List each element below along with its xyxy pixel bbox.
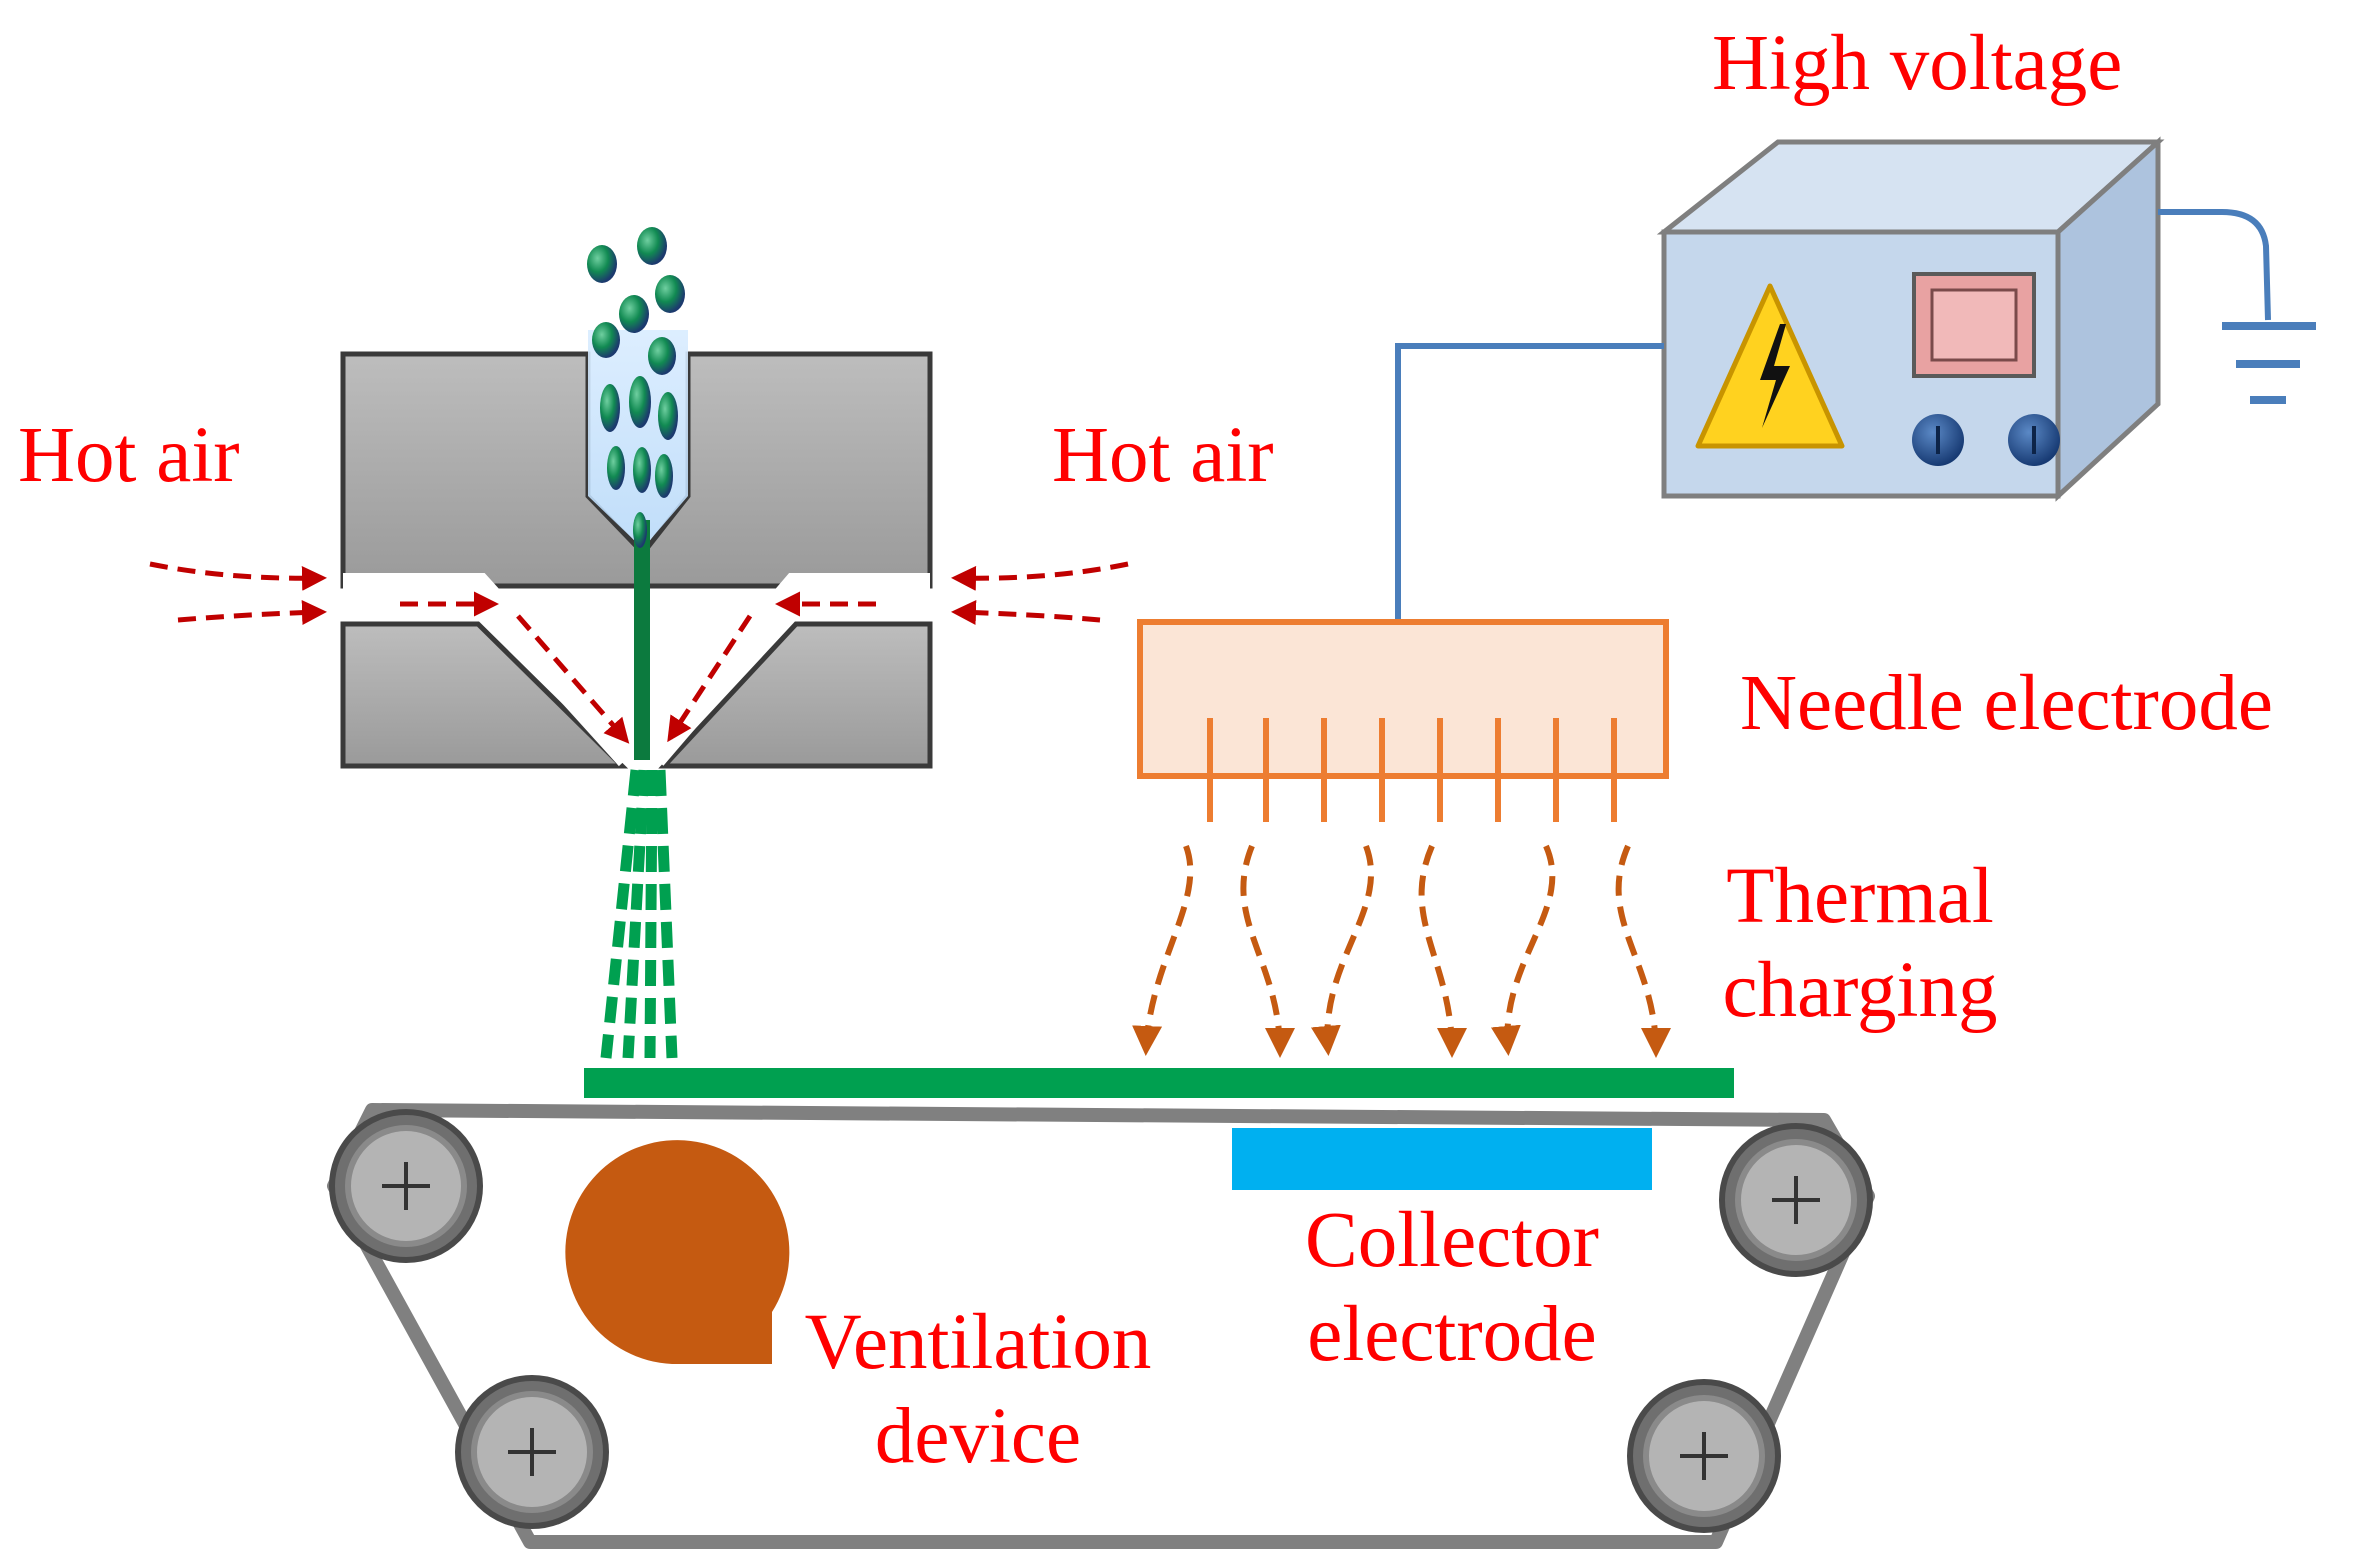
nonwoven-web	[584, 1068, 1734, 1098]
die-air-channel-right	[640, 573, 930, 766]
charging-arrow	[1418, 844, 1467, 1058]
hot-air-arrow	[951, 561, 1129, 591]
hot-air-arrow	[177, 600, 327, 626]
power-switch-inner	[1930, 288, 2018, 362]
charging-arrow	[1615, 844, 1671, 1058]
thermal-charging-label: Thermal charging	[1700, 850, 2020, 1038]
high-voltage-label: High voltage	[1712, 20, 2123, 107]
die-air-channel-left	[343, 573, 642, 767]
hot-air-arrows-left	[149, 561, 630, 744]
die-lower-left-block	[340, 621, 629, 769]
conveyor	[327, 1103, 1875, 1549]
needle-electrode-body	[1137, 619, 1669, 779]
needle-electrode-label: Needle electrode	[1740, 660, 2273, 747]
collector-electrode-label: Collector electrode	[1262, 1194, 1642, 1382]
charging-arrow	[1132, 844, 1194, 1056]
charging-arrow	[1490, 844, 1556, 1056]
hot-air-arrows-right	[667, 561, 1129, 743]
ground-symbol-icon	[2222, 322, 2316, 404]
ventilation-device-label-line1: Ventilation	[804, 1299, 1152, 1386]
hot-air-arrow	[667, 614, 753, 743]
thermal-charging-arrows	[1132, 844, 1671, 1058]
charging-arrow	[1240, 844, 1295, 1058]
ventilation-device-label: Ventilation device	[778, 1296, 1178, 1484]
hot-air-arrow	[149, 561, 327, 591]
hot-air-label-right: Hot air	[1052, 412, 1274, 499]
needle-electrode	[1137, 619, 1669, 822]
roller-bottom-right	[1627, 1379, 1781, 1533]
collector-electrode	[1232, 1128, 1652, 1190]
melt-blown-die	[340, 227, 933, 769]
fiber-spray	[600, 769, 678, 1059]
ventilation-device	[565, 1140, 790, 1364]
ground-wire	[2158, 209, 2271, 321]
needles	[1207, 718, 1617, 822]
polymer-beads	[587, 227, 685, 548]
ventilation-device-label-line2: device	[874, 1393, 1082, 1480]
thermal-charging-label-line1: Thermal	[1726, 853, 1994, 940]
power-wire	[1395, 343, 1664, 622]
high-voltage-warning-icon	[1695, 283, 1845, 449]
thermal-charging-label-line2: charging	[1722, 947, 1998, 1034]
high-voltage-source	[1656, 136, 2165, 502]
roller-top-left	[329, 1109, 483, 1263]
hot-air-label-left: Hot air	[18, 412, 240, 499]
charging-arrow	[1310, 844, 1374, 1056]
die-lower-right-block	[658, 621, 933, 769]
collector-electrode-label-line2: electrode	[1307, 1291, 1597, 1378]
roller-top-right	[1719, 1123, 1873, 1277]
die-central-fiber	[634, 520, 650, 760]
collector-electrode-label-line1: Collector	[1305, 1197, 1599, 1284]
roller-bottom-left	[455, 1375, 609, 1529]
hot-air-arrow	[951, 600, 1101, 626]
